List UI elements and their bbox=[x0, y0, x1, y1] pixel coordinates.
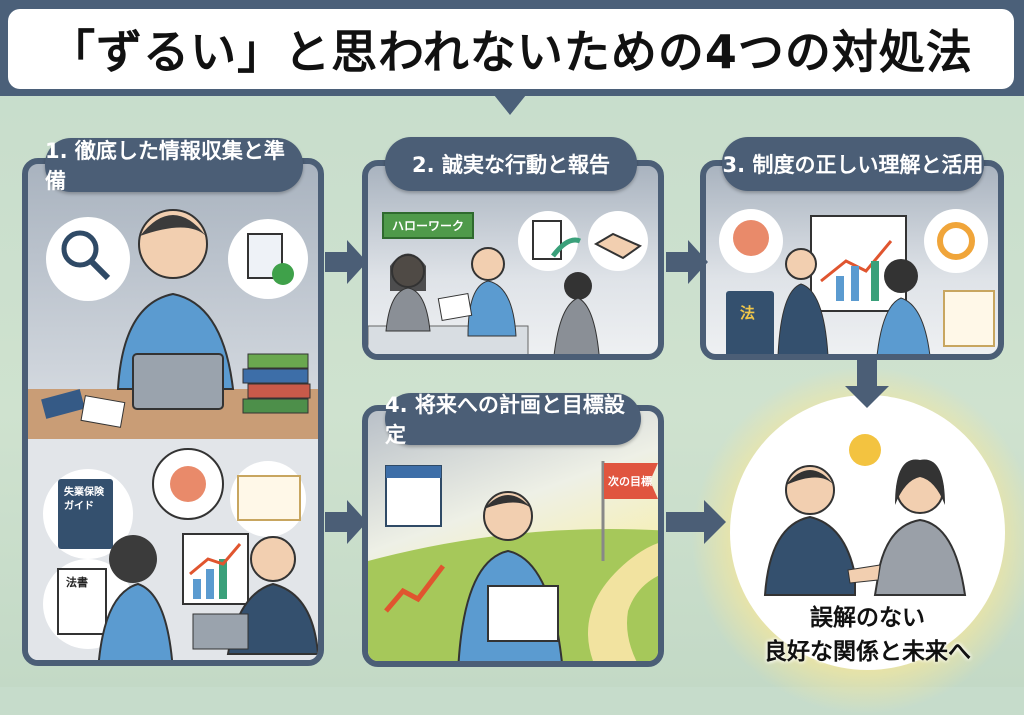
handshake bbox=[847, 564, 881, 584]
step-1-illustration bbox=[41, 209, 318, 660]
step-3-illustration bbox=[719, 209, 995, 354]
sun-icon bbox=[849, 434, 881, 466]
certificate-icon bbox=[943, 290, 995, 347]
law-document-title: 法書 bbox=[66, 576, 88, 589]
result-line-2: 良好な関係と未来へ bbox=[764, 639, 971, 665]
arrow-2-to-3 bbox=[666, 240, 708, 284]
handshake-icon bbox=[593, 232, 643, 260]
laptop-icon bbox=[132, 353, 224, 410]
goal-flag-text: 次の目標 bbox=[608, 475, 652, 488]
map-icon bbox=[487, 585, 559, 642]
step-4-panel: 次の目標 bbox=[362, 405, 664, 667]
guide-book-title: 失業保険ガイド bbox=[64, 487, 104, 512]
result-line-1: 誤解のない bbox=[810, 605, 925, 631]
step-2-label: 2. 誠実な行動と報告 bbox=[385, 137, 637, 191]
law-book-title: 法 bbox=[740, 304, 756, 322]
arrow-4-to-result bbox=[666, 500, 726, 544]
clipboard-icon bbox=[532, 220, 562, 260]
step-3-label: 3. 制度の正しい理解と活用 bbox=[722, 137, 984, 191]
page-title: 「ずるい」と思われないための4つの対処法 bbox=[8, 9, 1014, 89]
arrow-1-to-2 bbox=[325, 240, 367, 284]
step-1-panel: 失業保険ガイド 法書 bbox=[22, 158, 324, 666]
step-2-panel: ハローワーク bbox=[362, 160, 664, 360]
gear-icon bbox=[937, 222, 975, 260]
brain-icon bbox=[733, 220, 769, 256]
hello-work-sign: ハローワーク bbox=[382, 212, 475, 239]
result-illustration bbox=[763, 434, 967, 596]
step-4-illustration bbox=[368, 461, 658, 661]
title-pointer bbox=[494, 95, 526, 115]
law-book bbox=[726, 291, 774, 354]
step-2-illustration bbox=[368, 211, 648, 354]
arrow-3-to-result bbox=[845, 360, 889, 408]
step-1-label: 1. 徹底した情報収集と準備 bbox=[45, 138, 303, 193]
brain-icon bbox=[170, 466, 206, 502]
certificate-icon bbox=[237, 475, 301, 521]
step-3-panel: 法 bbox=[700, 160, 1004, 360]
magnifier-icon bbox=[61, 230, 99, 268]
arrow-1-to-4 bbox=[325, 500, 367, 544]
step-4-label: 4. 将来への計画と目標設定 bbox=[385, 393, 641, 447]
goal-flag bbox=[604, 463, 658, 499]
